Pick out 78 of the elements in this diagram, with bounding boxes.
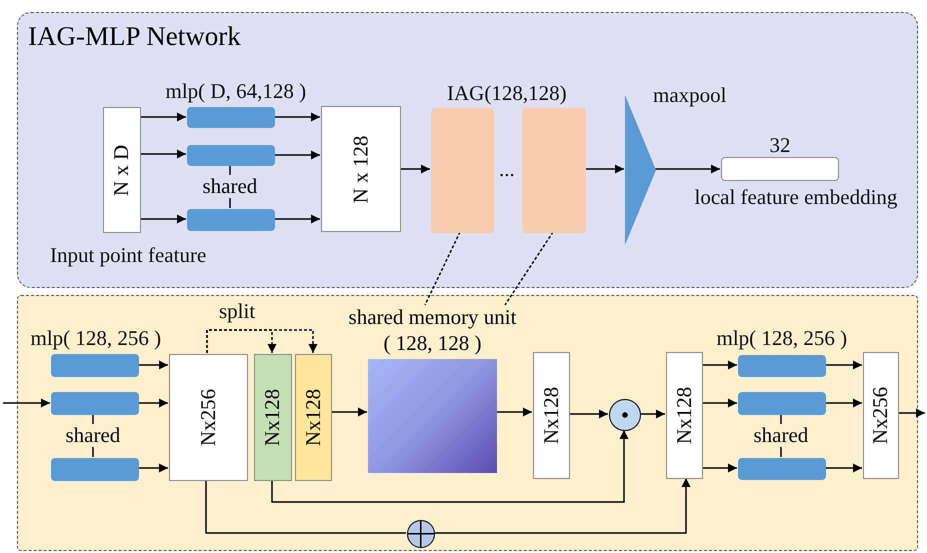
multiply-circle (609, 399, 641, 431)
dimension-label: Nx256 (198, 388, 219, 446)
arrow (271, 430, 628, 503)
arrow (3, 398, 50, 408)
dimension-label: Nx256 (870, 386, 892, 444)
feature-map-box (666, 352, 703, 479)
unit-heading: shared memory unit (348, 306, 518, 330)
connector-line (205, 480, 406, 534)
arrow (640, 410, 665, 418)
arrow (702, 464, 737, 472)
mlp-layer-bar (51, 392, 139, 415)
node-caption: maxpool (653, 84, 726, 108)
iag-block (431, 108, 494, 233)
mlp-layer-bar (187, 145, 275, 166)
text-label: Input point feature (50, 244, 206, 268)
text-label: ... (499, 158, 515, 182)
unit-heading: ( 128, 128 ) (382, 332, 482, 356)
arrow (825, 360, 862, 370)
mlp-layer-bar (187, 107, 275, 128)
feature-map-box (321, 106, 401, 232)
module-panel (17, 295, 918, 551)
add-circle (407, 520, 435, 548)
arrow (274, 112, 320, 122)
arrow (140, 214, 186, 224)
arrow (140, 150, 186, 158)
mlp-layer-bar (51, 354, 139, 377)
feature-map-box (169, 354, 248, 481)
arrow (434, 478, 690, 534)
dimension-label: Nx128 (674, 386, 695, 444)
dimension-label: N x D (112, 144, 132, 196)
arrow (569, 410, 608, 418)
dimension-label: N x 128 (350, 135, 372, 203)
dimension-label: Nx128 (262, 388, 284, 446)
network-panel (17, 12, 918, 288)
mlp-layer-bar (738, 458, 826, 480)
feature-map-box (103, 107, 141, 233)
iag-block (522, 108, 586, 233)
node-caption: local feature embedding (694, 186, 898, 210)
text-label: mlp( 128, 256 ) (30, 327, 162, 350)
edge-label: shared (202, 175, 258, 198)
feature-map-box (863, 352, 899, 479)
feature-map-box (295, 354, 332, 481)
dimension-label: Nx128 (541, 386, 562, 444)
edge-label: shared (752, 424, 810, 448)
edge-label: shared (64, 424, 122, 448)
panel-title: IAG-MLP Network (28, 21, 241, 52)
mlp-layer-bar (738, 392, 826, 415)
node-caption: 32 (770, 134, 790, 158)
arrow (655, 164, 720, 174)
mlp-layer-bar (51, 458, 139, 481)
arrow (206, 329, 318, 353)
mlp-layer-bar (187, 209, 275, 231)
text-label: split (219, 300, 256, 324)
text-label: IAG(128,128) (447, 82, 567, 106)
arrow (585, 164, 624, 174)
arrow (400, 164, 430, 174)
text-label: mlp( 128, 256 ) (716, 327, 848, 350)
mlp-layer-bar (738, 355, 826, 377)
feature-map-box (254, 354, 292, 481)
arrow (274, 150, 320, 160)
dimension-label: Nx128 (303, 388, 324, 446)
arrow (331, 408, 367, 416)
connector-line (424, 232, 461, 306)
feature-map-box (533, 352, 570, 479)
arrow (138, 398, 168, 408)
arrow (702, 360, 737, 370)
arrow (825, 398, 862, 408)
connector-line (504, 232, 554, 306)
arrow (898, 408, 925, 418)
arrow (274, 214, 320, 224)
embedding-box (721, 157, 839, 181)
arrow (496, 408, 532, 416)
text-label: mlp( D, 64,128 ) (166, 80, 306, 104)
arrow (138, 464, 168, 472)
arrow (140, 112, 186, 122)
arrow (702, 398, 737, 408)
arrow (138, 360, 168, 370)
arrow (825, 464, 862, 472)
